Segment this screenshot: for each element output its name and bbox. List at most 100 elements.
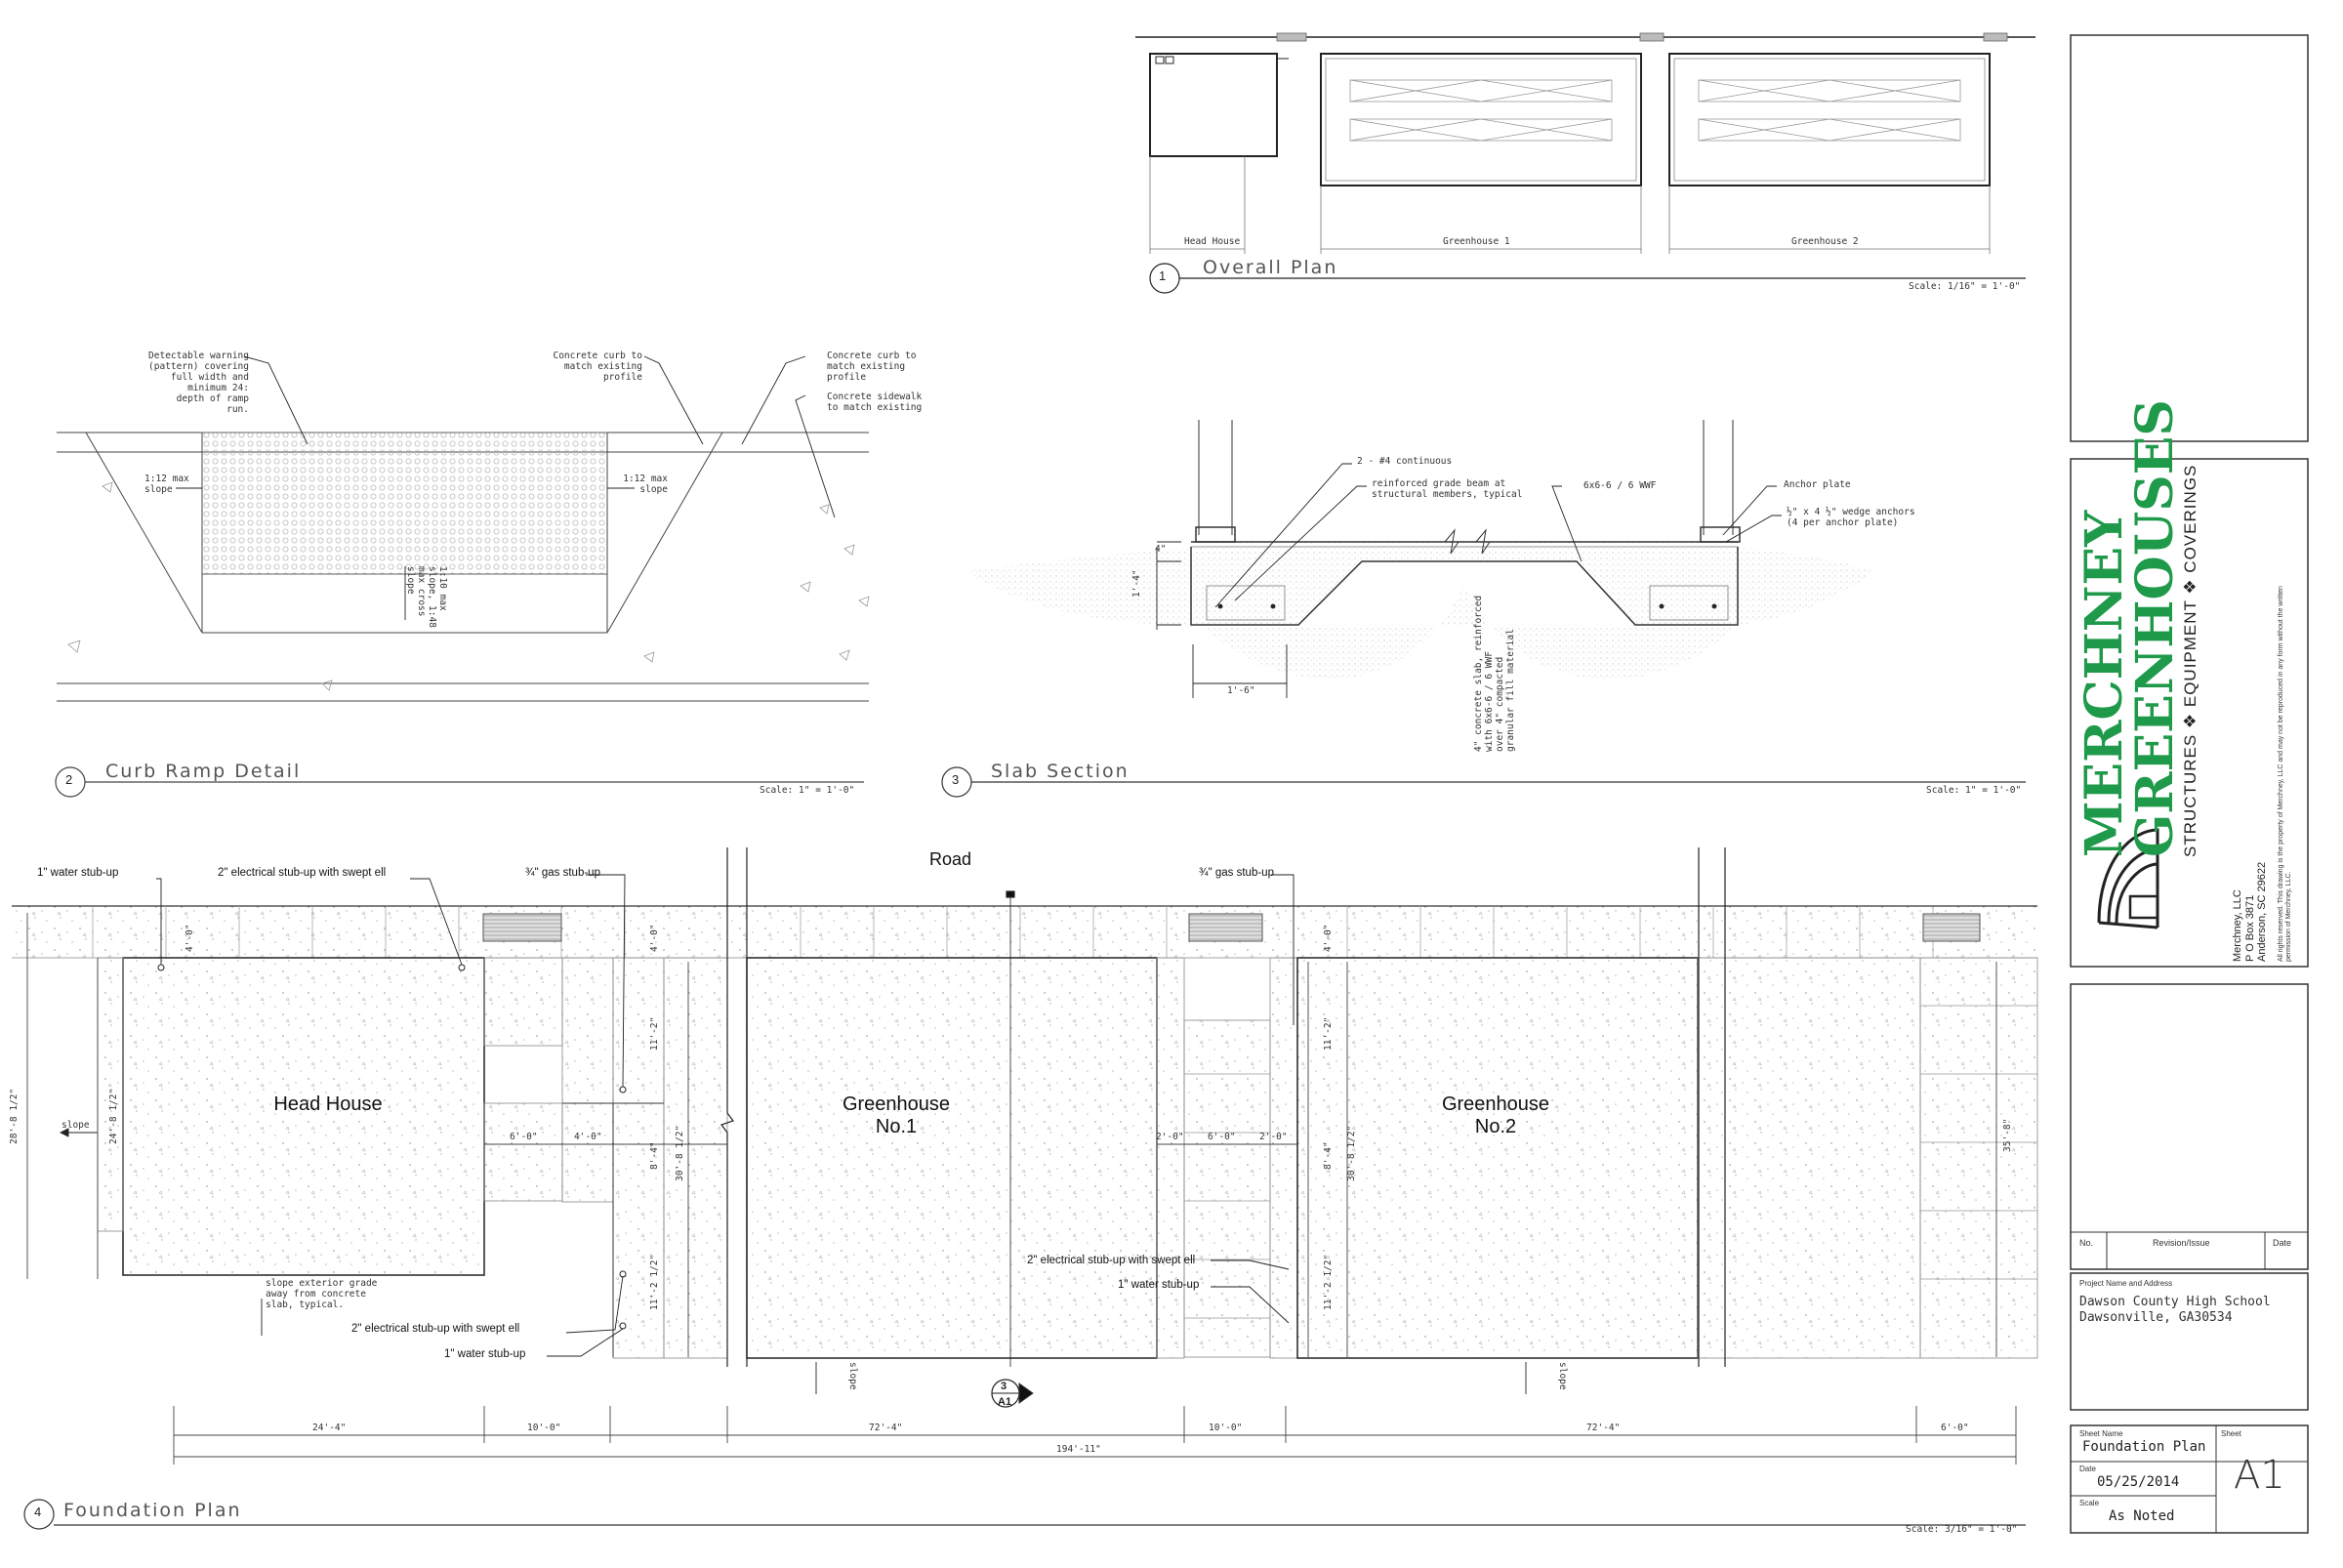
overall-plan-number: 1 — [1159, 268, 1167, 283]
sheet-name-label: Sheet Name — [2079, 1429, 2123, 1438]
slope-label-gh2: slope — [1557, 1362, 1568, 1390]
rev-issue-header: Revision/Issue — [2153, 1238, 2210, 1248]
cross-slope-note: 1:10 max slope, 1:48 max cross slope — [405, 566, 448, 628]
slab-section-number: 3 — [952, 772, 960, 787]
sheet-number: A1 — [2234, 1453, 2285, 1498]
dim-v-28-8: 28'-8 1/2" — [9, 1088, 20, 1144]
scale-value: As Noted — [2109, 1508, 2175, 1524]
curb-ramp-detail — [55, 355, 870, 798]
anchor-plate-note: Anchor plate — [1784, 479, 1851, 490]
slab-section-scale: Scale: 1" = 1'-0" — [1926, 785, 2022, 796]
wwf-note: 6x6-6 / 6 WWF — [1583, 480, 1657, 491]
dim-6-0-b: 6'-0" — [1208, 1132, 1236, 1142]
wedge-anchor-note: ½" x 4 ½" wedge anchors (4 per anchor pl… — [1787, 507, 1915, 528]
greenhouse-1-label: Greenhouse No.1 — [842, 1093, 951, 1137]
rebar-note: 2 - #4 continuous — [1357, 456, 1453, 467]
overall-plan-scale: Scale: 1/16" = 1'-0" — [1909, 281, 2021, 292]
curb-ramp-scale: Scale: 1" = 1'-0" — [760, 785, 855, 796]
slope-label-gh1: slope — [847, 1362, 858, 1390]
electrical-stub-callout-1: 2" electrical stub-up with swept ell — [218, 867, 387, 879]
overall-greenhouse-2-label: Greenhouse 2 — [1791, 236, 1859, 247]
dim-v-30-8-a: 30'-8 1/2" — [675, 1125, 685, 1181]
slab-note: 4" concrete slab, reinforced with 6x6-6 … — [1473, 595, 1516, 752]
dim-24-4: 24'-4" — [312, 1423, 347, 1433]
curb-right-note: Concrete curb to match existing profile — [827, 351, 917, 383]
water-stub-callout-3: 1" water stub-up — [1118, 1279, 1200, 1291]
dim-v-4-0-a: 4'-0" — [185, 924, 195, 952]
overall-head-house-label: Head House — [1184, 236, 1241, 247]
slope-left-note: 1:12 max slope — [144, 474, 189, 495]
rights-line-1: All rights reserved. This drawing is the… — [2278, 586, 2284, 962]
foundation-plan — [12, 847, 2038, 1530]
rights-notice: All rights reserved. This drawing is the… — [2278, 586, 2293, 962]
title-block-frames — [2070, 34, 2309, 1534]
project-name: Dawson County High School — [2079, 1295, 2271, 1309]
sidewalk-note: Concrete sidewalk to match existing — [827, 392, 923, 413]
dim-v-11-2-5-a: 11'-2 1/2" — [649, 1254, 660, 1310]
curb-left-note: Concrete curb to match existing profile — [553, 351, 642, 383]
slab-width-dim: 1'-6" — [1227, 685, 1255, 696]
dim-v-4-0-b: 4'-0" — [649, 924, 660, 952]
dim-2-0-b: 2'-0" — [1259, 1132, 1288, 1142]
dim-6-0: 6'-0" — [1941, 1423, 1969, 1433]
water-stub-callout-2: 1" water stub-up — [444, 1348, 526, 1360]
date-label: Date — [2079, 1465, 2096, 1473]
rev-no-header: No. — [2079, 1238, 2094, 1248]
section-marker-sheet[interactable]: A1 — [998, 1396, 1012, 1408]
project-label: Project Name and Address — [2079, 1279, 2173, 1288]
company-name: Merchney, LLC — [2232, 889, 2243, 962]
dim-v-30-8-b: 30'-8 1/2" — [1346, 1125, 1357, 1181]
scale-label: Scale — [2079, 1499, 2100, 1507]
project-address: Dawsonville, GA30534 — [2079, 1310, 2233, 1325]
dim-2-0-a: 2'-0" — [1156, 1132, 1184, 1142]
dim-72-4-a: 72'-4" — [869, 1423, 903, 1433]
slope-grade-note: slope exterior grade away from concrete … — [266, 1278, 378, 1310]
logo-wordmark: MERCHNEY GREENHOUSES STRUCTURES ❖ EQUIPM… — [2075, 399, 2200, 857]
foundation-plan-number: 4 — [34, 1505, 42, 1519]
dim-v-8-4-b: 8'-4" — [1323, 1141, 1334, 1170]
dim-72-4-b: 72'-4" — [1586, 1423, 1621, 1433]
slab-section — [941, 420, 2026, 798]
electrical-stub-callout-3: 2" electrical stub-up with swept ell — [1027, 1255, 1196, 1266]
dim-v-11-2-5-b: 11'-2 1/2" — [1323, 1254, 1334, 1310]
slope-label-west: slope — [62, 1120, 90, 1131]
gas-stub-callout-1: ¾" gas stub-up — [525, 867, 600, 879]
rights-line-2: permission of Merchney, LLC. — [2285, 871, 2293, 962]
dim-v-35-8: 35'-8" — [2002, 1118, 2013, 1152]
curb-ramp-number: 2 — [65, 772, 73, 787]
rev-date-header: Date — [2273, 1238, 2292, 1248]
slab-section-title: Slab Section — [991, 761, 1130, 782]
dim-v-8-4-a: 8'-4" — [649, 1141, 660, 1170]
electrical-stub-callout-2: 2" electrical stub-up with swept ell — [351, 1323, 520, 1335]
gas-stub-callout-2: ¾" gas stub-up — [1199, 867, 1274, 879]
dim-4-0-mid: 4'-0" — [574, 1132, 602, 1142]
dim-v-11-2-b: 11'-2" — [1323, 1016, 1334, 1051]
date-value: 05/25/2014 — [2097, 1474, 2180, 1490]
foundation-plan-title: Foundation Plan — [63, 1500, 242, 1521]
grade-beam-note: reinforced grade beam at structural memb… — [1372, 478, 1523, 500]
overall-greenhouse-1-label: Greenhouse 1 — [1443, 236, 1510, 247]
dim-v-4-0-c: 4'-0" — [1323, 924, 1334, 952]
dim-10-0-b: 10'-0" — [1209, 1423, 1243, 1433]
greenhouse-logo-icon — [2097, 828, 2159, 929]
logo-line-1: MERCHNEY — [2075, 510, 2134, 857]
slab-top-dim: 4" — [1155, 544, 1167, 555]
sheet-label: Sheet — [2221, 1429, 2241, 1438]
company-address: Merchney, LLC P O Box 3871 Anderson, SC … — [2232, 862, 2269, 962]
foundation-plan-scale: Scale: 3/16" = 1'-0" — [1906, 1524, 2018, 1535]
company-city: Anderson, SC 29622 — [2256, 861, 2269, 962]
company-po-box: P O Box 3871 — [2243, 894, 2256, 962]
overall-plan-title: Overall Plan — [1203, 257, 1338, 278]
sheet-name-value: Foundation Plan — [2082, 1439, 2206, 1455]
dim-total: 194'-11" — [1056, 1444, 1101, 1455]
logo-line-2: GREENHOUSES — [2125, 399, 2185, 857]
road-label: Road — [929, 849, 972, 869]
curb-ramp-title: Curb Ramp Detail — [105, 761, 302, 782]
slab-height-dim: 1'-4" — [1131, 569, 1142, 598]
dim-v-11-2-a: 11'-2" — [649, 1016, 660, 1051]
section-marker-number[interactable]: 3 — [1001, 1381, 1007, 1392]
detectable-warning-note: Detectable warning (pattern) covering fu… — [148, 351, 249, 415]
slope-right-note: 1:12 max slope — [623, 474, 668, 495]
